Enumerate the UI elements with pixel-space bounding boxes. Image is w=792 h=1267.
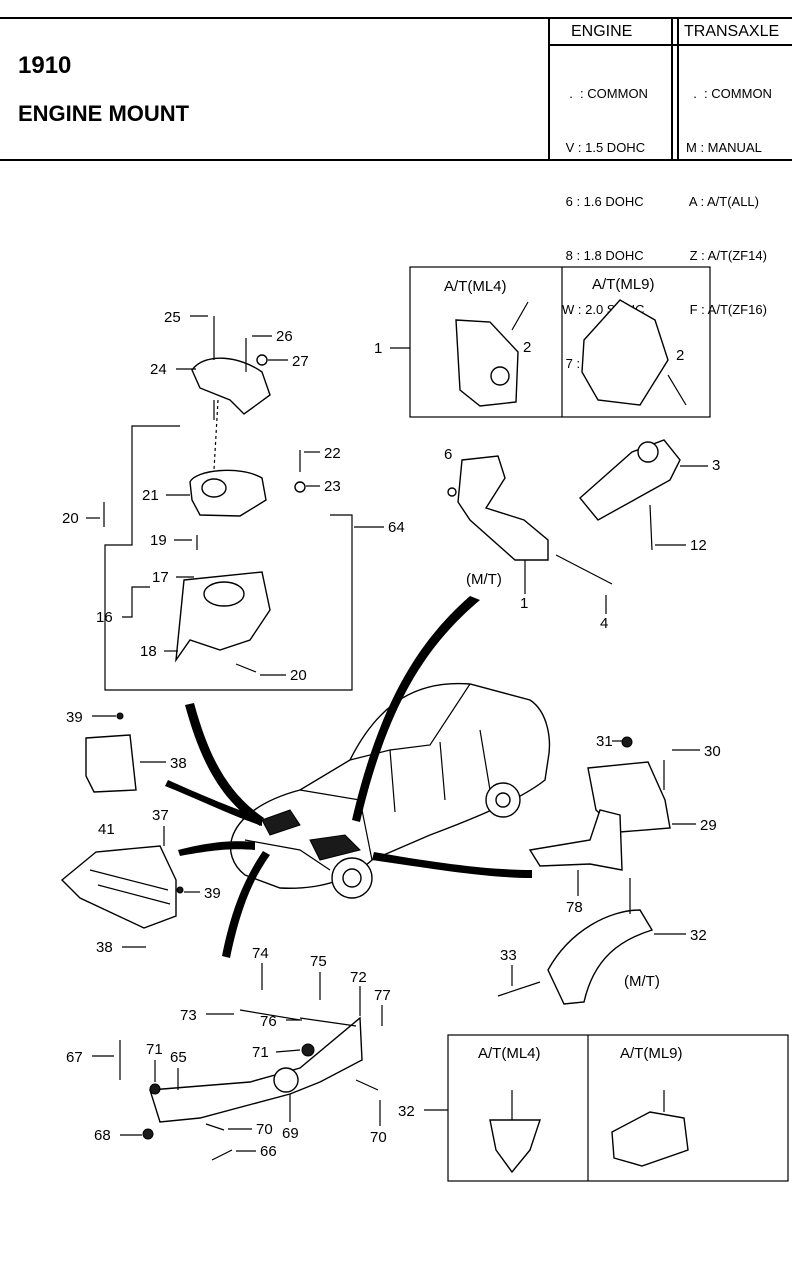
label-mt-1: (M/T) [466, 571, 502, 588]
callout-30: 30 [704, 743, 721, 760]
callout-39: 39 [66, 709, 83, 726]
callout-18: 18 [140, 643, 157, 660]
header-bottom-rule [0, 159, 792, 161]
label-at-ml4-top: A/T(ML4) [444, 278, 507, 295]
torque-rod-assembly [119, 1009, 379, 1161]
transaxle-legend-item: . : COMMON [686, 86, 772, 101]
callout-76: 76 [260, 1013, 277, 1030]
callout-16: 16 [96, 609, 113, 626]
callout-24: 24 [150, 361, 167, 378]
callout-22: 22 [324, 445, 341, 462]
callout-1: 1 [374, 340, 382, 357]
callout-68: 68 [94, 1127, 111, 1144]
at-bottom-box: A/T(ML4) A/T(ML9) [424, 1034, 789, 1182]
callout-71: 71 [252, 1044, 269, 1061]
callout-64: 64 [388, 519, 405, 536]
right-lower-parts [497, 736, 671, 1005]
header-divider-3 [677, 17, 679, 159]
callout-25: 25 [164, 309, 181, 326]
callout-67: 67 [66, 1049, 83, 1066]
header: 1910 ENGINE MOUNT ENGINE TRANSAXLE . : C… [0, 0, 792, 371]
label-at-ml4-bottom: A/T(ML4) [478, 1045, 541, 1062]
callout-73: 73 [180, 1007, 197, 1024]
callout-70: 70 [370, 1129, 387, 1146]
callout-26: 26 [276, 328, 293, 345]
callout-2: 2 [676, 347, 684, 364]
callout-71: 71 [146, 1041, 163, 1058]
header-divider-1 [548, 17, 550, 159]
callout-20: 20 [290, 667, 307, 684]
engine-legend-item: . : COMMON [562, 86, 648, 101]
callout-23: 23 [324, 478, 341, 495]
callout-1: 1 [520, 595, 528, 612]
callout-37: 37 [152, 807, 169, 824]
transaxle-legend-item: Z : A/T(ZF14) [686, 248, 767, 263]
header-top-rule [0, 17, 792, 19]
callout-41: 41 [98, 821, 115, 838]
callout-19: 19 [150, 532, 167, 549]
callout-6: 6 [444, 446, 452, 463]
callout-66: 66 [260, 1143, 277, 1160]
header-col-rule [548, 44, 792, 46]
engine-mount-top-left [103, 316, 353, 691]
at-top-box: A/T(ML4) A/T(ML9) [390, 266, 711, 418]
callout-77: 77 [374, 987, 391, 1004]
callout-12: 12 [690, 537, 707, 554]
callout-4: 4 [600, 615, 608, 632]
callout-32: 32 [690, 927, 707, 944]
engine-legend-item: 6 : 1.6 DOHC [562, 194, 644, 209]
callout-33: 33 [500, 947, 517, 964]
callout-27: 27 [292, 353, 309, 370]
callout-29: 29 [700, 817, 717, 834]
label-at-ml9-bottom: A/T(ML9) [620, 1045, 683, 1062]
left-bracket-parts [60, 712, 184, 929]
callout-78: 78 [566, 899, 583, 916]
callout-20: 20 [62, 510, 79, 527]
transaxle-legend-item: M : MANUAL [686, 140, 762, 155]
exploded-parts-diagram: A/T(ML4) A/T(ML9) [60, 266, 789, 1182]
section-code: 1910 [18, 52, 72, 79]
callout-75: 75 [310, 953, 327, 970]
callout-38: 38 [170, 755, 187, 772]
callout-31: 31 [596, 733, 613, 750]
callout-2: 2 [523, 339, 531, 356]
label-mt-2: (M/T) [624, 973, 660, 990]
car-illustration [229, 682, 551, 899]
callout-39: 39 [204, 885, 221, 902]
callout-3: 3 [712, 457, 720, 474]
callout-21: 21 [142, 487, 159, 504]
transaxle-legend-item: F : A/T(ZF16) [686, 302, 767, 317]
callout-32: 32 [398, 1103, 415, 1120]
callout-70: 70 [256, 1121, 273, 1138]
callout-74: 74 [252, 945, 269, 962]
label-at-ml9-top: A/T(ML9) [592, 276, 655, 293]
section-title: ENGINE MOUNT [18, 101, 190, 126]
transaxle-heading: TRANSAXLE [684, 23, 780, 40]
transaxle-legend-item: A : A/T(ALL) [686, 194, 759, 209]
callout-17: 17 [152, 569, 169, 586]
transaxle-legend: . : COMMON M : MANUAL A : A/T(ALL) Z : A… [686, 49, 772, 355]
callouts: 1 2 2 3 6 12 1 4 25 26 27 24 22 23 21 20… [62, 309, 721, 1160]
engine-legend-item: 8 : 1.8 DOHC [562, 248, 644, 263]
mt-bracket-right [447, 439, 681, 585]
callout-65: 65 [170, 1049, 187, 1066]
header-divider-2 [671, 17, 673, 159]
engine-legend-item: V : 1.5 DOHC [562, 140, 646, 155]
callout-72: 72 [350, 969, 367, 986]
engine-heading: ENGINE [571, 23, 633, 40]
callout-69: 69 [282, 1125, 299, 1142]
callout-38: 38 [96, 939, 113, 956]
pointer-swooshes [165, 596, 532, 958]
